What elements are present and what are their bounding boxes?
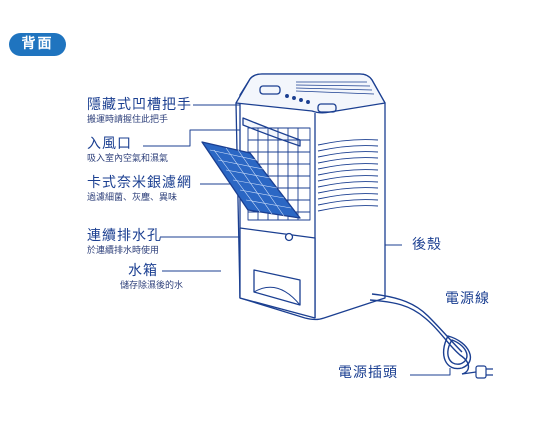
label-drain: 連續排水孔 於連續排水時使用 xyxy=(87,228,162,257)
label-filter-desc: 過濾細菌、灰塵、異味 xyxy=(87,193,178,204)
leader-power-plug xyxy=(410,368,451,376)
label-power-cord-title: 電源線 xyxy=(445,291,490,307)
label-inlet: 入風口 吸入室內空氣和濕氣 xyxy=(87,136,169,165)
label-inlet-title: 入風口 xyxy=(87,136,132,152)
side-vents xyxy=(317,139,379,212)
top-panel xyxy=(235,73,386,114)
label-drain-desc: 於連續排水時使用 xyxy=(87,246,160,257)
top-vent xyxy=(295,81,375,95)
label-filter-title: 卡式奈米銀濾網 xyxy=(87,175,192,191)
indicator-dot xyxy=(285,94,289,98)
label-filter: 卡式奈米銀濾網 過濾細菌、灰塵、異味 xyxy=(87,175,192,204)
label-power-plug-title: 電源插頭 xyxy=(338,365,398,381)
label-power-cord: 電源線 xyxy=(445,291,490,307)
label-drain-title: 連續排水孔 xyxy=(87,228,162,244)
silver-nano-filter xyxy=(201,141,301,219)
water-tank xyxy=(239,227,316,319)
handle-groove xyxy=(242,117,301,147)
indicator-dot xyxy=(299,98,303,102)
label-power-plug: 電源插頭 xyxy=(338,365,398,381)
edge-line xyxy=(235,102,241,299)
label-handle-title: 隱藏式凹槽把手 xyxy=(87,97,192,113)
label-tank-desc: 儲存除濕後的水 xyxy=(120,281,184,292)
power-cord xyxy=(369,293,472,375)
label-rear-shell-title: 後殼 xyxy=(412,237,442,253)
control-button-1 xyxy=(259,85,281,95)
section-badge: 背面 xyxy=(9,33,66,56)
label-tank: 水箱 儲存除濕後的水 xyxy=(120,263,184,292)
drain-hole xyxy=(284,232,294,242)
label-handle: 隱藏式凹槽把手 搬運時請握住此把手 xyxy=(87,97,192,126)
control-button-2 xyxy=(317,103,337,113)
power-plug-icon xyxy=(461,365,493,379)
label-rear-shell: 後殼 xyxy=(412,237,442,253)
label-tank-title: 水箱 xyxy=(128,263,158,279)
leader-inlet xyxy=(143,129,243,147)
indicator-dot xyxy=(306,100,310,104)
label-handle-desc: 搬運時請握住此把手 xyxy=(87,115,169,126)
indicator-dot xyxy=(292,96,296,100)
label-inlet-desc: 吸入室內空氣和濕氣 xyxy=(87,154,169,165)
